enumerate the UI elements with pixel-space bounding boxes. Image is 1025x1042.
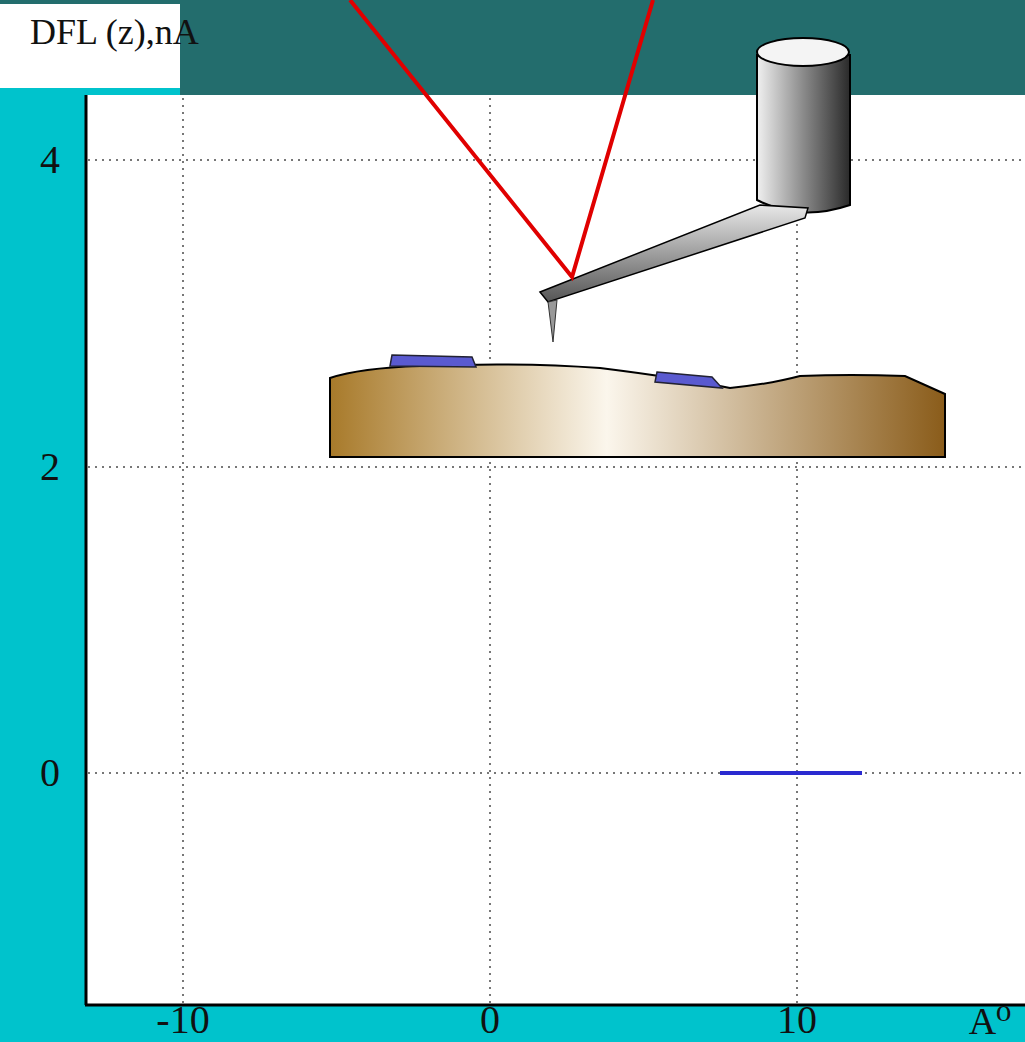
sample [330, 364, 945, 457]
flake [390, 355, 476, 367]
tick-label: -10 [156, 1000, 209, 1040]
tick-label: 2 [40, 447, 60, 487]
probe-tip [548, 300, 557, 342]
tick-label: 0 [40, 753, 60, 793]
tick-label: 10 [777, 1000, 817, 1040]
y-axis [85, 95, 88, 1005]
data-line [720, 771, 862, 775]
grid [88, 98, 1025, 1003]
flake [655, 372, 722, 388]
cantilever-holder [757, 55, 850, 212]
x-axis [85, 1004, 1025, 1007]
plot-area [85, 95, 1025, 1005]
laser-beam [350, 0, 653, 277]
tick-label: 0 [480, 1000, 500, 1040]
axis-title: DFL (z),nA [30, 14, 199, 50]
unit-label: A⁰ [969, 1002, 1012, 1040]
axis-band [0, 1005, 1025, 1042]
tick-label: 4 [40, 140, 60, 180]
axis-band [0, 95, 85, 1042]
